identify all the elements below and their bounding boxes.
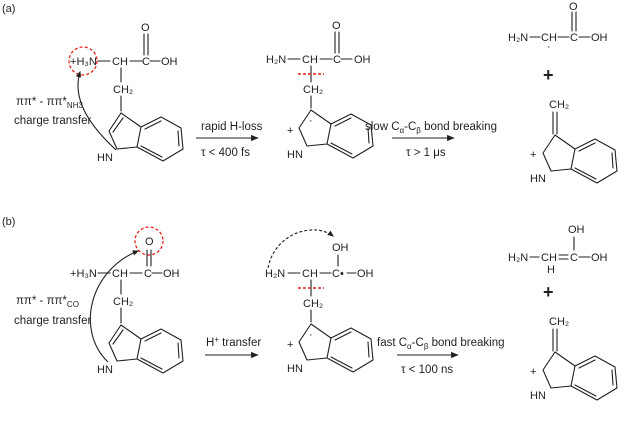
c-label-3: C xyxy=(570,32,578,44)
nh-label-b3: HN xyxy=(530,390,546,402)
ch-label: CH xyxy=(112,56,128,68)
a2-cation-plus: + xyxy=(287,125,293,137)
o-label-2: O xyxy=(332,20,341,32)
structure-a2: H₂N CH C OH O CH₂ · + HN xyxy=(266,20,374,161)
panel-b-label: (b) xyxy=(2,216,15,228)
oh-label-b3: OH xyxy=(591,252,608,264)
b-arrow-2-bottom: τ < 100 ns xyxy=(401,364,453,376)
o-label: O xyxy=(141,22,150,34)
charge-transfer-arrow-b xyxy=(89,250,140,363)
oh-label-2: OH xyxy=(354,54,371,66)
nh-label: HN xyxy=(97,152,113,164)
nh-label-b2: HN xyxy=(287,363,303,375)
h2n-label-3: H₂N xyxy=(508,32,528,44)
product-b-methyleneindole: CH₂ + HN xyxy=(530,316,618,402)
product-b-enol: OH H₂N CH C OH H xyxy=(508,224,608,276)
ch-label-b2: CH xyxy=(302,268,318,280)
structure-a1: +H₃N CH C OH O CH₂ HN xyxy=(68,22,184,164)
b-arrow-2-top: fast Cα-Cβ bond breaking xyxy=(377,337,505,351)
panel-a: (a) +H₃N CH C OH O CH₂ HN ππ* - ππ*NH3 c… xyxy=(2,1,618,185)
ch2-label-b1: CH₂ xyxy=(113,296,133,308)
ch2-exo-label-b: CH₂ xyxy=(549,316,569,328)
nh3-plus-label: +H₃N xyxy=(70,56,97,68)
b-plus-sign: + xyxy=(543,282,554,302)
nh-label-3: HN xyxy=(530,173,546,185)
co-highlight-circle xyxy=(134,226,164,256)
b2-cation-plus: + xyxy=(287,339,293,351)
a2-radical-dot: · xyxy=(309,115,313,127)
ch-label-3: CH xyxy=(541,32,557,44)
h2n-label-b2: H₂N xyxy=(265,268,285,280)
oh-top-label-b3: OH xyxy=(568,224,585,236)
h2n-label-b3: H₂N xyxy=(508,252,528,264)
indole-ring xyxy=(108,112,184,162)
a-arrow-1-top: rapid H-loss xyxy=(201,121,263,133)
product-a-glycine-radical: H₂N CH · C OH O xyxy=(508,1,608,53)
nh-label-b1: HN xyxy=(97,364,113,376)
c-label-b1: C xyxy=(144,268,152,280)
c-label: C xyxy=(142,56,150,68)
oh-label: OH xyxy=(161,56,178,68)
ch2-label: CH₂ xyxy=(113,84,133,96)
nh3-plus-label-b1: +H₃N xyxy=(70,268,97,280)
a3-cation-plus: + xyxy=(530,149,536,161)
c-label-b3: C xyxy=(570,252,578,264)
c-label-2: C xyxy=(333,54,341,66)
ch-label-b1: CH xyxy=(112,268,128,280)
ch2-exo-label: CH₂ xyxy=(549,99,569,111)
a-charge-transfer-label: charge transfer xyxy=(14,115,92,127)
b-transition-label: ππ* - ππ*CO xyxy=(16,295,79,309)
oh-label-3: OH xyxy=(591,32,608,44)
a-transition-label: ππ* - ππ*NH3 xyxy=(16,96,83,110)
structure-b2: OH H₂N CH C• OH CH₂ · + HN xyxy=(265,229,374,375)
b3-cation-plus: + xyxy=(530,366,536,378)
charge-transfer-arrow xyxy=(75,70,117,151)
a-arrow-1-bottom: τ < 400 fs xyxy=(201,147,250,159)
ch-label-b3: CH xyxy=(541,252,557,264)
o-label-b1: O xyxy=(145,236,154,248)
ch2-label-b2: CH₂ xyxy=(303,298,323,310)
panel-b: (b) O +H₃N CH C OH CH₂ HN ππ* - ππ*CO ch… xyxy=(2,216,618,402)
o-label-3: O xyxy=(569,1,578,13)
product-a-methyleneindole: CH₂ + HN xyxy=(530,99,618,185)
ch2-label-2: CH₂ xyxy=(303,84,323,96)
b2-radical-dot: · xyxy=(309,329,313,341)
oh-label-b2: OH xyxy=(357,268,374,280)
oh-label-b1: OH xyxy=(163,268,180,280)
b-arrow-1-top: H+ transfer xyxy=(206,335,261,349)
h-transfer-dashed-arrow xyxy=(267,229,335,269)
nh3-highlight-circle xyxy=(68,46,98,76)
a-arrow-2-bottom: τ > 1 μs xyxy=(406,147,446,159)
ch-label-2: CH xyxy=(302,54,318,66)
b-charge-transfer-label: charge transfer xyxy=(14,315,92,327)
radical-dot-3: · xyxy=(547,41,551,53)
structure-b1: O +H₃N CH C OH CH₂ HN xyxy=(70,226,184,376)
a-plus-sign: + xyxy=(543,65,554,85)
h-label-b3: H xyxy=(547,264,555,276)
nh-label-2: HN xyxy=(287,149,303,161)
c-radical-label-b2: C• xyxy=(332,268,344,280)
oh-top-label-b2: OH xyxy=(332,242,349,254)
a-arrow-2-top: slow Cα-Cβ bond breaking xyxy=(365,121,497,135)
h2n-label: H₂N xyxy=(266,54,286,66)
panel-a-label: (a) xyxy=(2,3,15,15)
